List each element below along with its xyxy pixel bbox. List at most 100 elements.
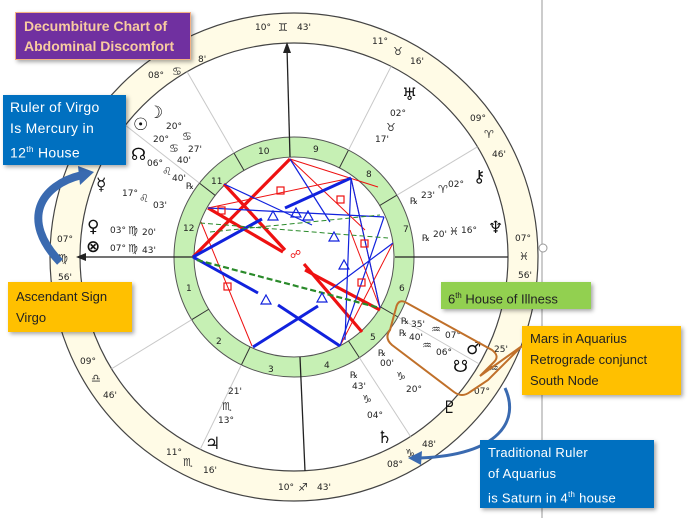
svg-text:♍: ♍: [128, 242, 138, 255]
midheaven-arrow-icon: [283, 42, 291, 53]
svg-text:43': 43': [317, 483, 331, 493]
svg-text:04°: 04°: [367, 411, 383, 421]
svg-text:43': 43': [352, 382, 366, 392]
ic-line: [299, 356, 306, 472]
house-cusp-line: [358, 357, 411, 437]
svg-text:16': 16': [410, 57, 424, 67]
svg-text:♒: ♒: [422, 339, 432, 352]
svg-text:43': 43': [142, 246, 156, 256]
uranus-glyph-icon: ♅: [402, 85, 417, 105]
svg-text:48': 48': [422, 440, 436, 450]
svg-text:06°: 06°: [147, 159, 163, 169]
svg-text:13°: 13°: [218, 416, 234, 426]
svg-text:♊: ♊: [278, 21, 288, 34]
svg-text:23': 23': [421, 191, 435, 201]
house-cusp-line: [233, 152, 245, 171]
svg-text:03°: 03°: [110, 226, 126, 236]
resize-handle[interactable]: [538, 243, 548, 253]
house-cusp-line: [240, 346, 251, 366]
svg-text:♍: ♍: [58, 252, 68, 265]
house-cusp-line: [199, 182, 216, 196]
south-node-glyph-icon: ☋: [453, 357, 468, 377]
svg-text:♑: ♑: [362, 393, 372, 406]
svg-text:♈: ♈: [438, 183, 448, 196]
svg-text:09°: 09°: [80, 357, 96, 367]
svg-text:10°: 10°: [278, 483, 294, 493]
house-number: 4: [324, 361, 330, 371]
svg-text:08°: 08°: [148, 71, 164, 81]
svg-text:56': 56': [518, 271, 532, 281]
house-cusp-line: [396, 146, 478, 196]
svg-text:♉: ♉: [393, 45, 403, 58]
svg-text:℞: ℞: [186, 182, 194, 192]
svg-text:02°: 02°: [448, 180, 464, 190]
house-cusp-line: [379, 194, 398, 206]
house-cusp-line: [111, 319, 192, 370]
house-number: 7: [403, 225, 409, 235]
svg-text:06°: 06°: [436, 348, 452, 358]
svg-text:43': 43': [297, 23, 311, 33]
venus-glyph-icon: ♀: [87, 217, 99, 237]
house-number: 6: [399, 284, 405, 294]
svg-text:20°: 20°: [406, 385, 422, 395]
house-cusp-line: [186, 71, 235, 154]
svg-text:17°: 17°: [122, 189, 138, 199]
svg-text:27': 27': [188, 145, 202, 155]
svg-text:℞: ℞: [350, 371, 358, 381]
svg-text:♋: ♋: [182, 130, 192, 143]
svg-text:10°: 10°: [255, 23, 271, 33]
mercury-glyph-icon: ☿: [96, 175, 106, 195]
saturn-glyph-icon: ♄: [377, 428, 392, 448]
svg-text:♐: ♐: [298, 481, 308, 494]
svg-text:♈: ♈: [484, 128, 494, 141]
svg-text:℞: ℞: [399, 329, 407, 339]
svg-text:20°: 20°: [153, 135, 169, 145]
svg-text:25': 25': [494, 345, 508, 355]
cusp-labels: 10°♊43' 11°♉16' 09°♈46' 07°♓56' 25'♒07° …: [57, 21, 532, 494]
house-cusp-line: [338, 149, 349, 169]
svg-text:♓: ♓: [519, 250, 529, 263]
part-of-fortune-glyph-icon: ⊗: [86, 237, 100, 257]
svg-text:16': 16': [203, 466, 217, 476]
chiron-glyph-icon: ⚷: [473, 167, 485, 187]
svg-text:20': 20': [142, 228, 156, 238]
svg-text:♒: ♒: [431, 323, 441, 336]
svg-text:07°: 07°: [110, 244, 126, 254]
house-cusp-line: [125, 124, 200, 184]
svg-text:20°: 20°: [166, 122, 182, 132]
svg-text:♌: ♌: [139, 192, 149, 205]
svg-text:℞: ℞: [410, 197, 418, 207]
mars-glyph-icon: ♂: [466, 339, 481, 359]
svg-text:03': 03': [153, 201, 167, 211]
house-cusp-line: [199, 364, 242, 450]
svg-text:♌: ♌: [162, 165, 172, 178]
svg-text:20': 20': [433, 230, 447, 240]
svg-text:♑: ♑: [405, 447, 415, 460]
mercury-curved-arrow: [34, 171, 84, 265]
house-number: 8: [366, 170, 372, 180]
svg-text:00': 00': [380, 359, 394, 369]
mars-callout: Mars in Aquarius Retrograde conjunct Sou…: [522, 326, 681, 395]
svg-text:07°: 07°: [445, 331, 461, 341]
svg-text:02°: 02°: [390, 109, 406, 119]
planets: ☽ ☉ 20°♋27' 20°♋40' ☊ 06°♌40'℞ ☿ 17°♌03'…: [86, 85, 503, 454]
svg-text:08°: 08°: [387, 460, 403, 470]
svg-text:♓: ♓: [449, 225, 459, 238]
svg-text:40': 40': [172, 174, 186, 184]
svg-text:40': 40': [177, 156, 191, 166]
pluto-glyph-icon: ♇: [442, 398, 457, 418]
mars-highlight-outline: [386, 300, 523, 396]
house-number: 12: [183, 224, 194, 234]
house-number: 3: [268, 365, 274, 375]
svg-text:46': 46': [103, 391, 117, 401]
svg-text:♎: ♎: [91, 372, 101, 385]
svg-text:♏: ♏: [222, 400, 232, 413]
chart-title: Decumbiture Chart of Abdominal Discomfor…: [15, 12, 191, 60]
svg-text:11°: 11°: [166, 448, 182, 458]
saturn-callout: Traditional Ruler of Aquarius is Saturn …: [480, 440, 654, 508]
moon-glyph-icon: ☽: [148, 103, 163, 123]
svg-text:21': 21': [228, 387, 242, 397]
ascendant-callout: Ascendant Sign Virgo: [8, 282, 132, 332]
house-numbers: 1 2 3 4 5 6 7 8 9 10 11 12: [183, 145, 409, 375]
